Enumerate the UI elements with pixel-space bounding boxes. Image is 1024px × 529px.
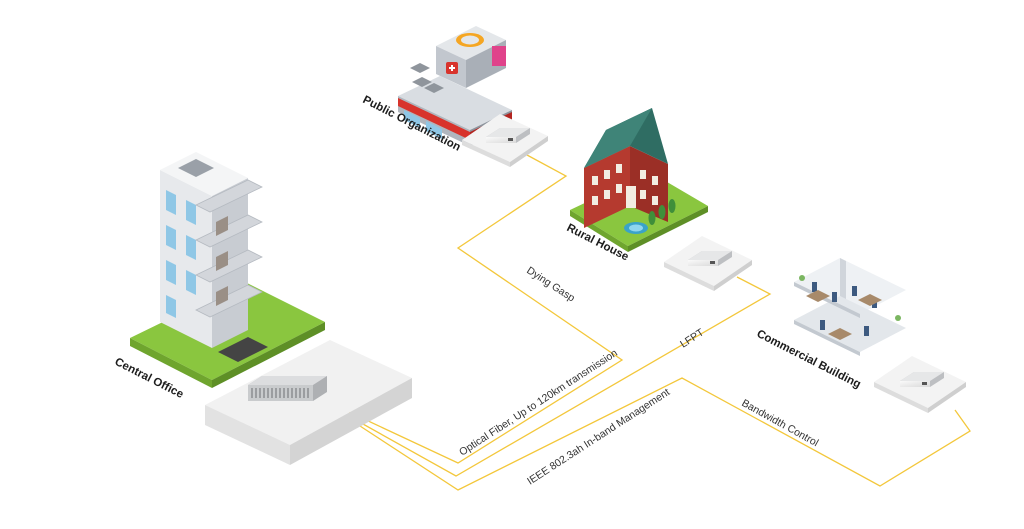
rural-house-site: Rural House: [565, 108, 752, 291]
open-office-icon: [794, 258, 906, 356]
media-converter-icon: [688, 251, 732, 266]
commercial-building-device: [874, 356, 966, 413]
lfpt-label: LFPT: [678, 326, 707, 350]
mansion-icon: [584, 108, 668, 228]
media-converter-icon: [900, 372, 944, 387]
media-converter-icon: [486, 128, 530, 143]
chassis-rack-icon: [248, 376, 327, 401]
bandwidth-control-label: Bandwidth Control: [740, 397, 821, 449]
public-organization-site: Public Organization: [361, 26, 548, 167]
link-commercial-building: [359, 377, 971, 491]
link-public-organization: [348, 154, 624, 464]
rural-house-device: [664, 236, 752, 291]
link-rural-house: [353, 276, 772, 477]
commercial-building-site: Commercial Building: [755, 258, 966, 413]
office-tower-icon: [160, 152, 263, 348]
fiber-links: [348, 154, 971, 491]
central-office-site: Central Office: [113, 152, 412, 465]
public-organization-device: [462, 114, 548, 167]
